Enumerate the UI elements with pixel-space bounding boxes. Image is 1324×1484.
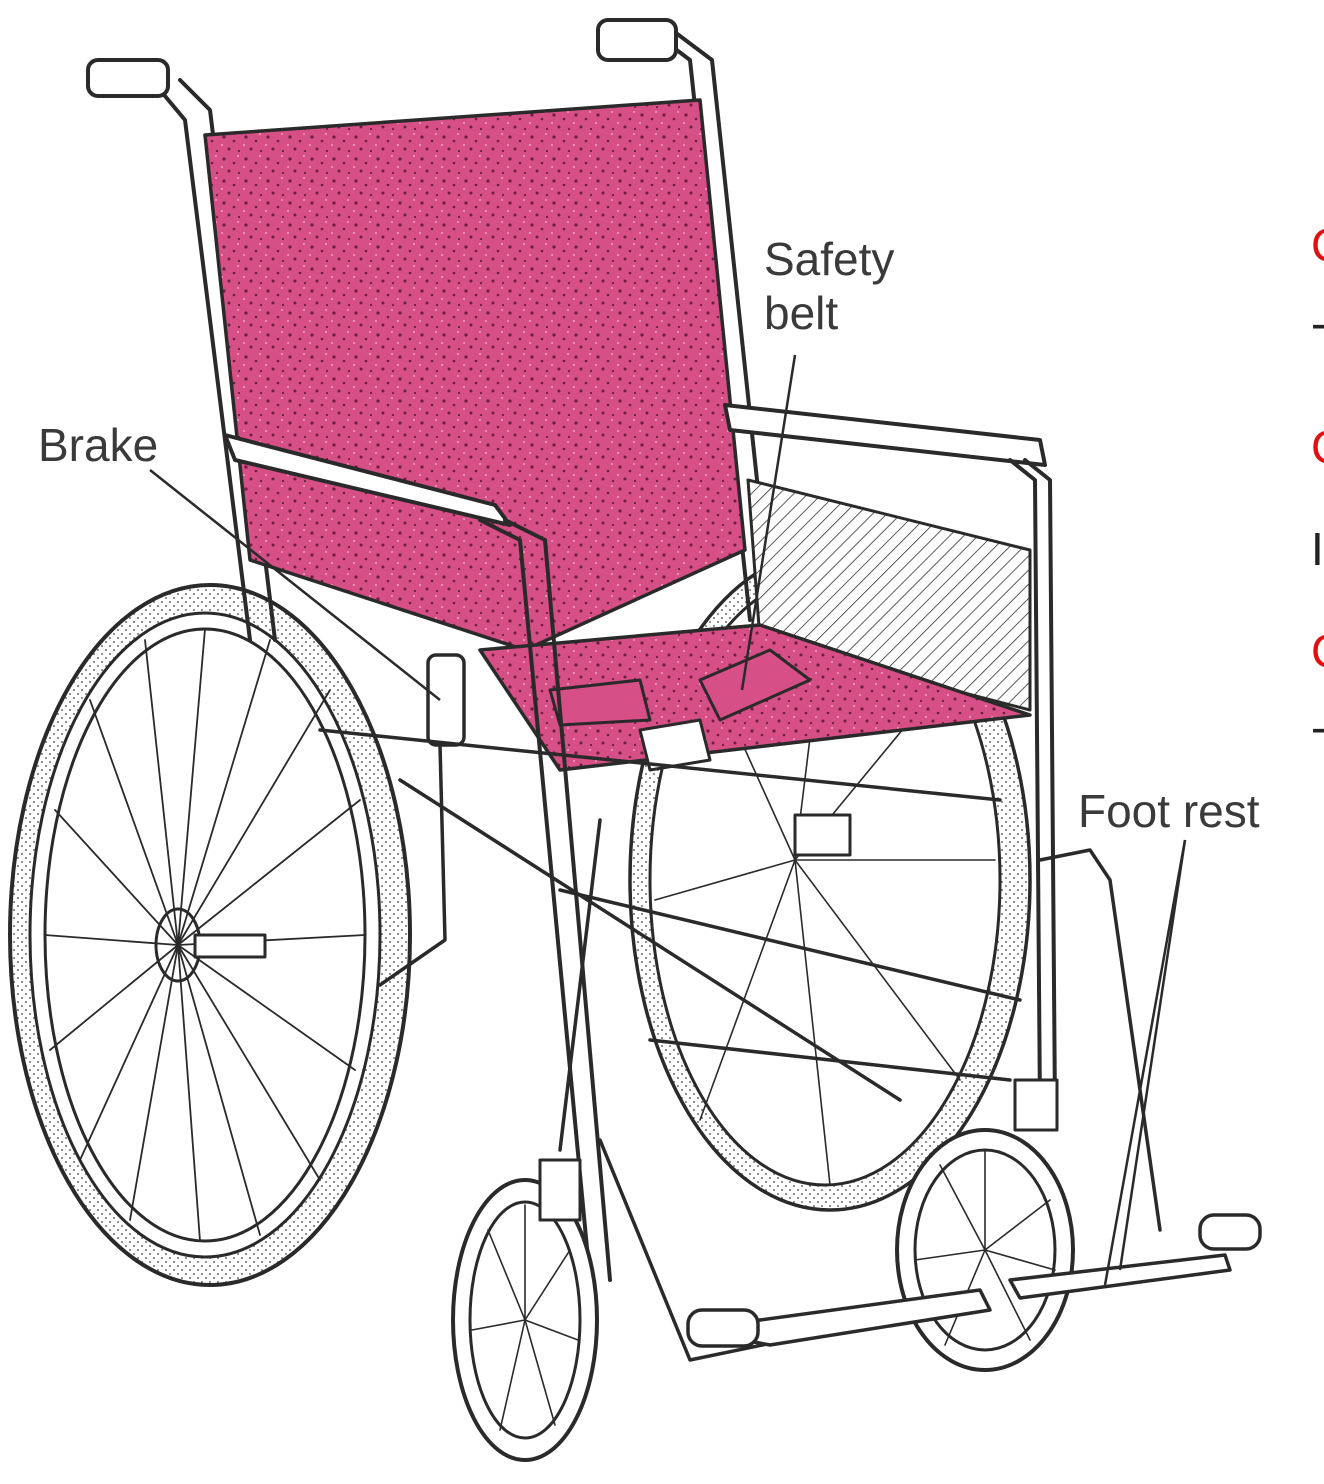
safety-belt-label: Safety belt bbox=[764, 232, 894, 340]
foot-rest-leader-1 bbox=[1105, 840, 1185, 1285]
front-caster-left bbox=[453, 1160, 597, 1460]
foot-rest-label: Foot rest bbox=[1078, 784, 1260, 838]
foot-rest-leader-2 bbox=[1120, 840, 1185, 1270]
cropped-text-2: - bbox=[1311, 296, 1324, 350]
safety-belt-label-line1: Safety bbox=[764, 232, 894, 286]
brake-label: Brake bbox=[38, 418, 158, 472]
cropped-text-5: C bbox=[1311, 624, 1324, 678]
safety-belt-label-line2: belt bbox=[764, 286, 894, 340]
cropped-text-6: - bbox=[1311, 700, 1324, 754]
cropped-text-1: C bbox=[1311, 218, 1324, 272]
cropped-text-3: C bbox=[1311, 420, 1324, 474]
cropped-text-4: I bbox=[1311, 522, 1324, 576]
backrest bbox=[205, 100, 745, 650]
rear-wheel bbox=[10, 585, 410, 1285]
